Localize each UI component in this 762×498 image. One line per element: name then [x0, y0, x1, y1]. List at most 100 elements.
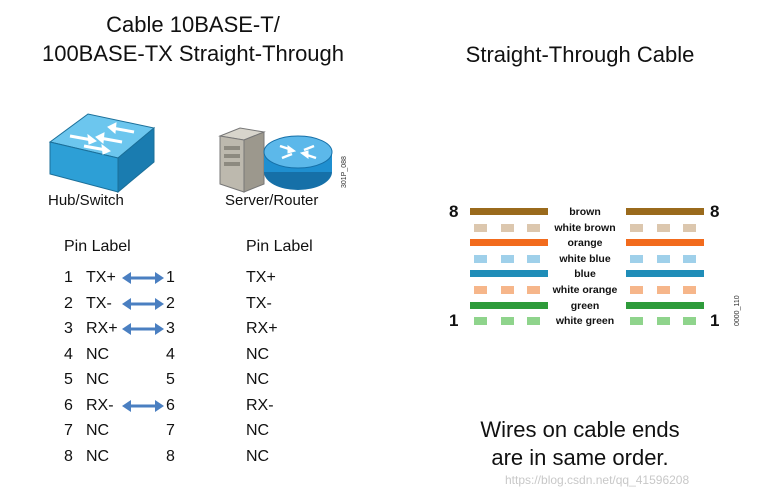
left-pin-number: 5 — [64, 371, 73, 388]
wire-row: white brown — [470, 221, 702, 235]
wire-row: white blue — [470, 252, 702, 266]
wire-stripe-dot — [500, 254, 514, 263]
left-pin-label: TX- — [86, 294, 112, 312]
wire-stripe-dot — [500, 223, 514, 232]
left-pin-number: 6 — [64, 396, 73, 414]
switch-icon — [48, 112, 156, 199]
wire-stripe-dot — [474, 254, 487, 263]
right-pin-label: NC — [246, 371, 270, 388]
left-pin-label: NC — [86, 371, 110, 388]
server-router-label: Server/Router — [225, 192, 319, 209]
wire-stripe-dot — [474, 317, 487, 326]
cable-wires: brown white brown orange white blue blue whit… — [470, 205, 704, 329]
right-pin-number: 4 — [166, 345, 175, 363]
bidirectional-arrow-icon — [122, 297, 164, 310]
wire-row: brown — [470, 205, 704, 219]
pin-row: 4 NC 4 NC — [64, 342, 384, 368]
left-pin-label: NC — [86, 422, 110, 439]
wire-stripe-segment — [470, 286, 544, 294]
right-pin-number: 7 — [166, 422, 175, 439]
wire-stripe-dot — [656, 223, 670, 232]
pin-row: 1 TX+ 1 TX+ — [64, 265, 384, 291]
wire-segment — [626, 239, 704, 247]
wire-stripe-dot — [630, 254, 643, 263]
wire-stripe-dot — [683, 317, 696, 326]
wire-stripe-dot — [500, 286, 514, 294]
left-pin-label: NC — [86, 345, 110, 363]
wire-stripe-dot — [630, 286, 643, 294]
wire-stripe-segment — [626, 223, 700, 232]
wire-stripe-dot — [527, 286, 540, 294]
wire-stripe-dot — [683, 254, 696, 263]
wire-stripe-dot — [630, 223, 643, 232]
right-pin-label: NC — [246, 345, 270, 363]
wire-segment — [626, 208, 704, 215]
wire-name: white blue — [559, 252, 611, 265]
wire-segment — [626, 270, 704, 278]
wire-stripe-segment — [470, 317, 544, 326]
right-pin-number: 1 — [166, 269, 175, 286]
server-router-icon — [218, 122, 336, 201]
wire-row: white orange — [470, 283, 702, 297]
cable-left-bottom-number: 1 — [449, 311, 459, 330]
cable-left-top-number: 8 — [449, 202, 459, 221]
wire-segment — [470, 239, 548, 247]
figure-code-right: 0000_110 — [734, 295, 741, 326]
wire-stripe-dot — [630, 317, 643, 326]
wire-stripe-dot — [656, 254, 670, 263]
right-pin-number: 6 — [166, 396, 175, 414]
hub-switch-label: Hub/Switch — [48, 192, 124, 209]
cable-right-top-number: 8 — [710, 202, 720, 221]
footer-line2: are in same order. — [491, 445, 669, 470]
left-pin-number: 2 — [64, 294, 73, 312]
bidirectional-arrow-icon — [122, 272, 164, 284]
left-pin-number: 1 — [64, 269, 73, 286]
wire-stripe-dot — [527, 223, 540, 232]
footer-note: Wires on cable ends are in same order. — [440, 416, 720, 472]
right-pin-number: 5 — [166, 371, 175, 388]
right-pin-number: 8 — [166, 447, 175, 465]
wire-stripe-dot — [656, 317, 670, 326]
right-title: Straight-Through Cable — [465, 42, 695, 67]
wire-segment — [470, 270, 548, 278]
wire-row: green — [470, 299, 704, 313]
wire-name: green — [570, 299, 600, 312]
right-pin-number: 3 — [166, 320, 175, 337]
bidirectional-arrow-icon — [122, 323, 164, 335]
right-pin-label: NC — [246, 422, 270, 439]
right-pin-label: RX- — [246, 396, 274, 414]
pin-row: 5 NC 5 NC — [64, 367, 384, 393]
left-pin-number: 3 — [64, 320, 73, 337]
left-pin-label: TX+ — [86, 269, 116, 286]
right-pin-label: NC — [246, 447, 270, 465]
right-pin-label: TX+ — [246, 269, 276, 286]
wire-stripe-dot — [474, 223, 487, 232]
wire-stripe-segment — [626, 254, 700, 263]
wire-name: orange — [567, 237, 603, 250]
left-pin-label: RX- — [86, 396, 114, 414]
left-title-line1: Cable 10BASE-T/ — [106, 12, 280, 37]
watermark: https://blog.csdn.net/qq_41596208 — [505, 473, 690, 487]
right-pin-label: RX+ — [246, 320, 278, 337]
pin-row: 6 RX- 6 RX- — [64, 393, 384, 419]
wire-stripe-dot — [683, 286, 696, 294]
wire-stripe-segment — [626, 286, 700, 294]
left-title-line2: 100BASE-TX Straight-Through — [41, 41, 345, 66]
wire-stripe-dot — [683, 223, 696, 232]
left-pin-label: NC — [86, 447, 110, 465]
right-pin-header: Pin Label — [246, 238, 313, 255]
wire-stripe-dot — [527, 317, 540, 326]
pin-row: 3 RX+ 3 RX+ — [64, 316, 384, 342]
wire-stripe-dot — [656, 286, 670, 294]
left-pin-number: 4 — [64, 345, 73, 363]
wire-row: orange — [470, 236, 704, 250]
left-pin-header: Pin Label — [64, 238, 131, 255]
wire-stripe-dot — [527, 254, 540, 263]
left-pin-number: 8 — [64, 447, 73, 465]
left-pin-label: RX+ — [86, 320, 118, 337]
wire-name: white green — [555, 315, 615, 328]
wire-name: blue — [574, 268, 596, 281]
